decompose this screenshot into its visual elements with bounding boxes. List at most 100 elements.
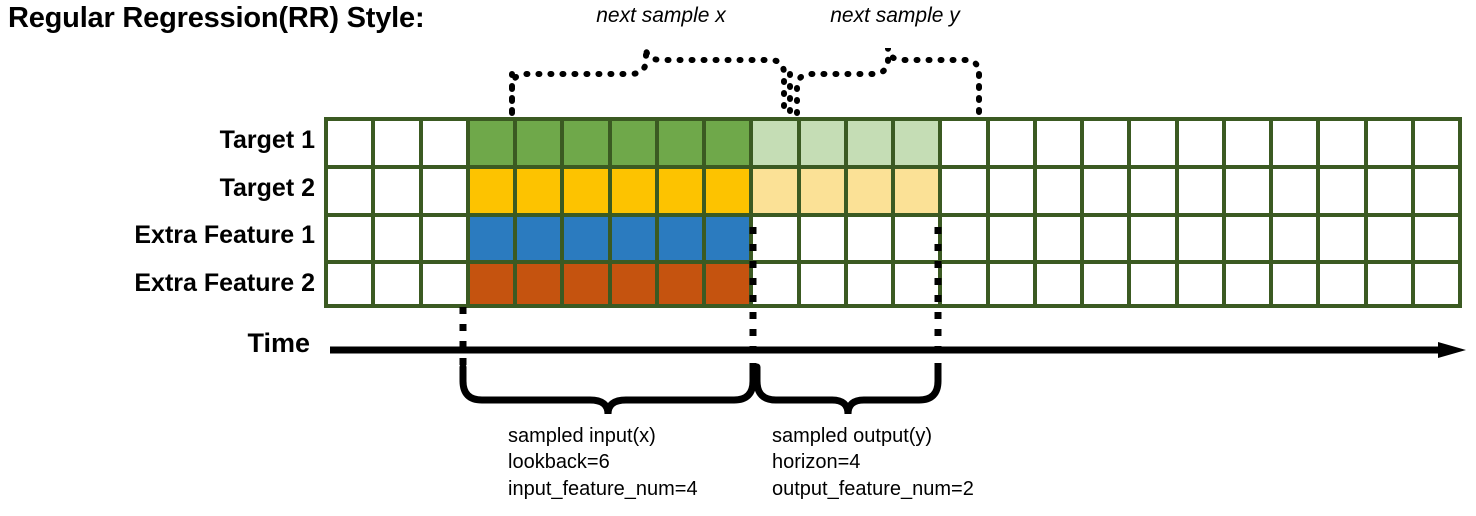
grid-cell[interactable] <box>1367 264 1411 304</box>
grid-cell[interactable] <box>328 168 372 213</box>
grid-cell[interactable] <box>895 216 939 261</box>
grid-cell[interactable] <box>1367 121 1411 165</box>
grid-cell[interactable] <box>375 121 419 165</box>
grid-cell[interactable] <box>847 216 891 261</box>
grid-cell[interactable] <box>375 168 419 213</box>
grid-cell[interactable] <box>1225 121 1269 165</box>
grid-cell[interactable] <box>1084 264 1128 304</box>
grid-cell[interactable] <box>1036 168 1080 213</box>
grid-cell[interactable] <box>753 168 797 213</box>
grid-cell[interactable] <box>847 168 891 213</box>
time-axis-arrow <box>330 342 1466 358</box>
grid-cell[interactable] <box>658 264 702 304</box>
grid-cell[interactable] <box>753 216 797 261</box>
grid-cell[interactable] <box>1367 216 1411 261</box>
grid-cell[interactable] <box>564 168 608 213</box>
grid-cell[interactable] <box>1414 121 1458 165</box>
grid-cell[interactable] <box>1414 168 1458 213</box>
grid-cell[interactable] <box>800 121 844 165</box>
grid-cell[interactable] <box>1131 121 1175 165</box>
grid-cell[interactable] <box>989 264 1033 304</box>
grid-cell[interactable] <box>469 264 513 304</box>
grid-cell[interactable] <box>1225 168 1269 213</box>
grid-cell[interactable] <box>1178 216 1222 261</box>
grid-cell[interactable] <box>1320 216 1364 261</box>
grid-cell[interactable] <box>942 168 986 213</box>
sampled-output-line-1: sampled output(y) <box>772 425 933 447</box>
grid-cell[interactable] <box>706 264 750 304</box>
grid-cell[interactable] <box>989 121 1033 165</box>
grid-cell[interactable] <box>895 264 939 304</box>
brace-sampled-output-icon <box>753 363 942 415</box>
grid-cell[interactable] <box>1414 264 1458 304</box>
grid-cell[interactable] <box>706 168 750 213</box>
grid-cell[interactable] <box>375 264 419 304</box>
grid-cell[interactable] <box>1367 168 1411 213</box>
grid-cell[interactable] <box>1273 264 1317 304</box>
grid-cell[interactable] <box>1084 216 1128 261</box>
grid-cell[interactable] <box>469 121 513 165</box>
grid-cell[interactable] <box>800 168 844 213</box>
grid-cell[interactable] <box>422 168 466 213</box>
grid-cell[interactable] <box>611 121 655 165</box>
grid-cell[interactable] <box>517 121 561 165</box>
grid-cell[interactable] <box>895 168 939 213</box>
grid-cell[interactable] <box>1320 168 1364 213</box>
grid-cell[interactable] <box>422 121 466 165</box>
grid-cell[interactable] <box>469 168 513 213</box>
grid-cell[interactable] <box>1131 264 1175 304</box>
grid-cell[interactable] <box>1320 264 1364 304</box>
grid-cell[interactable] <box>1225 216 1269 261</box>
grid-cell[interactable] <box>328 264 372 304</box>
grid-cell[interactable] <box>942 264 986 304</box>
grid-cell[interactable] <box>611 264 655 304</box>
grid-cell[interactable] <box>422 216 466 261</box>
grid-cell[interactable] <box>800 216 844 261</box>
grid-cell[interactable] <box>564 216 608 261</box>
grid-cell[interactable] <box>895 121 939 165</box>
grid-cell[interactable] <box>942 216 986 261</box>
grid-cell[interactable] <box>658 168 702 213</box>
grid-cell[interactable] <box>1178 264 1222 304</box>
grid-cell[interactable] <box>1131 216 1175 261</box>
grid-cell[interactable] <box>328 216 372 261</box>
grid-cell[interactable] <box>753 264 797 304</box>
grid-cell[interactable] <box>706 121 750 165</box>
grid-cell[interactable] <box>328 121 372 165</box>
grid-cell[interactable] <box>800 264 844 304</box>
grid-cell[interactable] <box>847 264 891 304</box>
grid-cell[interactable] <box>1084 121 1128 165</box>
grid-cell[interactable] <box>942 121 986 165</box>
grid-cell[interactable] <box>706 216 750 261</box>
grid-cell[interactable] <box>611 216 655 261</box>
grid-cell[interactable] <box>564 264 608 304</box>
grid-cell[interactable] <box>1178 168 1222 213</box>
grid-cell[interactable] <box>1084 168 1128 213</box>
grid-cell[interactable] <box>753 121 797 165</box>
grid-cell[interactable] <box>658 121 702 165</box>
grid-cell[interactable] <box>375 216 419 261</box>
grid-cell[interactable] <box>989 168 1033 213</box>
grid-cell[interactable] <box>989 216 1033 261</box>
grid-cell[interactable] <box>517 264 561 304</box>
grid-cell[interactable] <box>564 121 608 165</box>
grid-cell[interactable] <box>1036 121 1080 165</box>
grid-cell[interactable] <box>847 121 891 165</box>
grid-cell[interactable] <box>1273 216 1317 261</box>
grid-cell[interactable] <box>1320 121 1364 165</box>
grid-cell[interactable] <box>1036 216 1080 261</box>
grid-cell[interactable] <box>517 216 561 261</box>
grid-cell[interactable] <box>1036 264 1080 304</box>
grid-cell[interactable] <box>1178 121 1222 165</box>
grid-cell[interactable] <box>1273 121 1317 165</box>
grid-cell[interactable] <box>611 168 655 213</box>
grid-cell[interactable] <box>422 264 466 304</box>
grid-cell[interactable] <box>1273 168 1317 213</box>
brace-next-sample-x-icon <box>509 47 787 116</box>
grid-cell[interactable] <box>658 216 702 261</box>
grid-cell[interactable] <box>1131 168 1175 213</box>
grid-cell[interactable] <box>469 216 513 261</box>
grid-cell[interactable] <box>1225 264 1269 304</box>
grid-cell[interactable] <box>1414 216 1458 261</box>
grid-cell[interactable] <box>517 168 561 213</box>
